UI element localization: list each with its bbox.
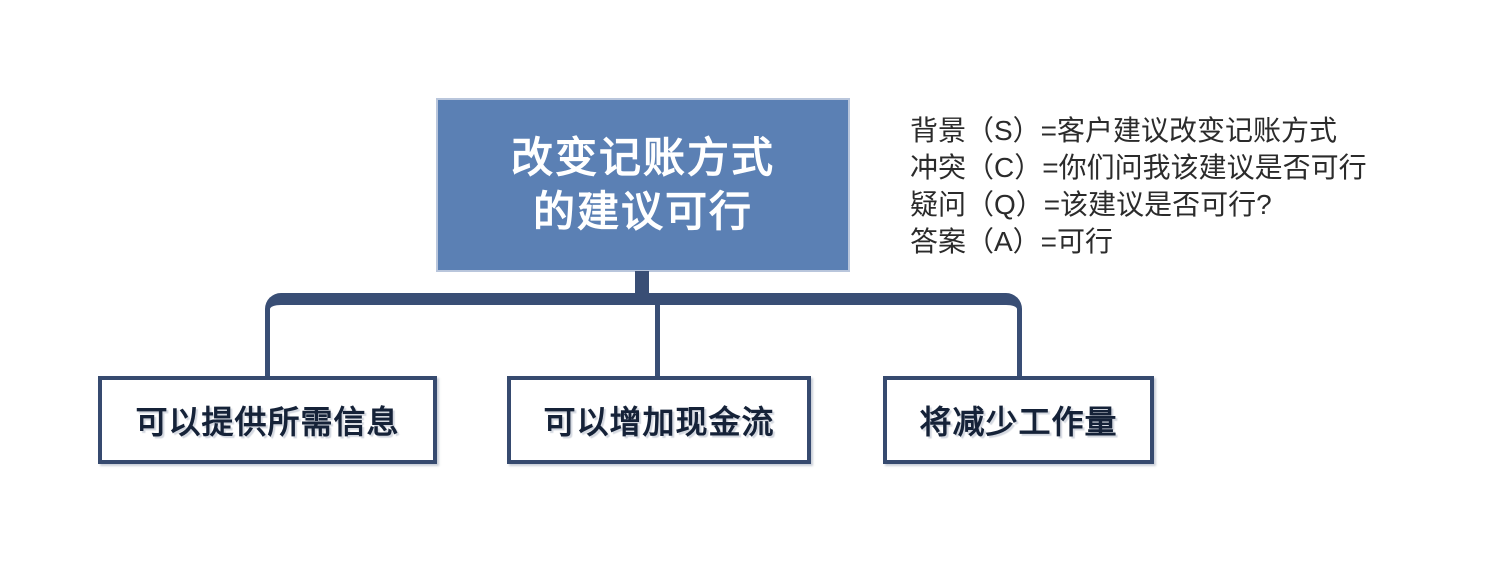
connector-root-stub bbox=[635, 271, 649, 297]
root-node: 改变记账方式 的建议可行 bbox=[436, 98, 850, 272]
root-node-label-line-1: 改变记账方式 bbox=[510, 134, 775, 181]
annotation-answer: 答案（A）=可行 bbox=[910, 226, 1114, 257]
scqa-annotation: 背景（S）=客户建议改变记账方式 冲突（C）=你们问我该建议是否可行 疑问（Q）… bbox=[910, 112, 1367, 260]
root-node-label-line-2: 的建议可行 bbox=[532, 188, 753, 235]
child-node-3-label: 将减少工作量 bbox=[919, 404, 1118, 440]
child-node-2-label: 可以增加现金流 bbox=[543, 404, 775, 440]
annotation-situation: 背景（S）=客户建议改变记账方式 bbox=[910, 115, 1338, 146]
child-node-3: 将减少工作量 bbox=[883, 376, 1154, 464]
connector-middle-drop bbox=[655, 300, 660, 376]
child-node-1-label: 可以提供所需信息 bbox=[135, 404, 400, 440]
child-node-1: 可以提供所需信息 bbox=[98, 376, 437, 464]
annotation-conflict: 冲突（C）=你们问我该建议是否可行 bbox=[910, 152, 1367, 183]
annotation-question: 疑问（Q）=该建议是否可行? bbox=[910, 189, 1272, 220]
child-node-2: 可以增加现金流 bbox=[507, 376, 811, 464]
connector-branch-frame bbox=[265, 293, 1022, 376]
